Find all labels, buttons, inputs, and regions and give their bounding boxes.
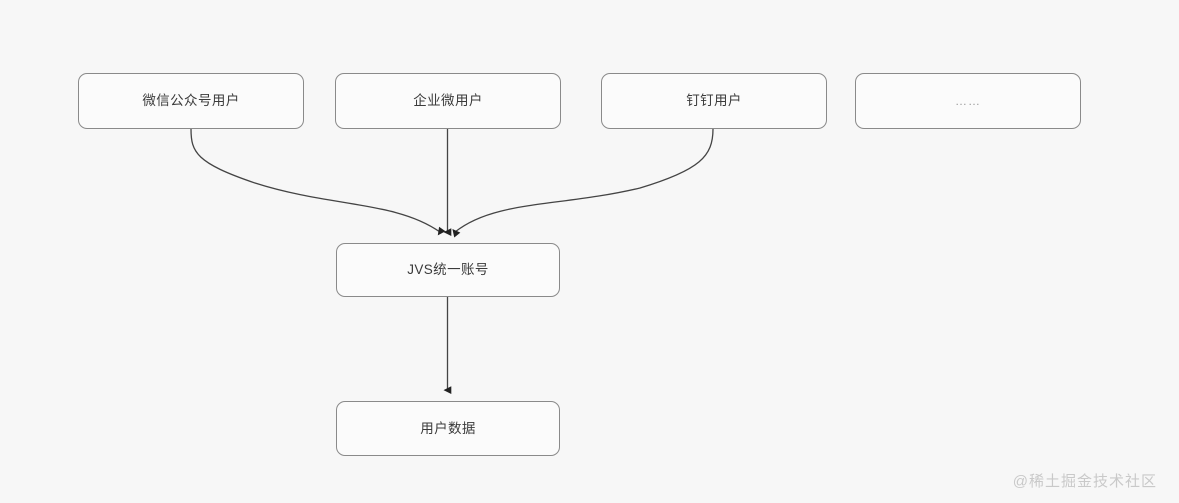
node-label: 企业微用户: [413, 93, 483, 109]
node-other-users[interactable]: ……: [855, 73, 1081, 129]
node-wechat-official-users[interactable]: 微信公众号用户: [78, 73, 304, 129]
node-jvs-unified-account[interactable]: JVS统一账号: [336, 243, 560, 297]
node-label: 钉钉用户: [686, 93, 742, 109]
node-dingtalk-users[interactable]: 钉钉用户: [601, 73, 827, 129]
edge-wechat-to-hub: [190, 128, 446, 236]
watermark: @稀土掘金技术社区: [1012, 473, 1157, 490]
node-label: 微信公众号用户: [142, 93, 240, 109]
node-label: 用户数据: [420, 420, 476, 436]
node-wecom-users[interactable]: 企业微用户: [335, 73, 561, 129]
node-user-data[interactable]: 用户数据: [336, 401, 560, 456]
edge-dingtalk-to-hub: [452, 128, 714, 238]
node-label: JVS统一账号: [407, 262, 489, 278]
node-label: ……: [955, 94, 981, 108]
